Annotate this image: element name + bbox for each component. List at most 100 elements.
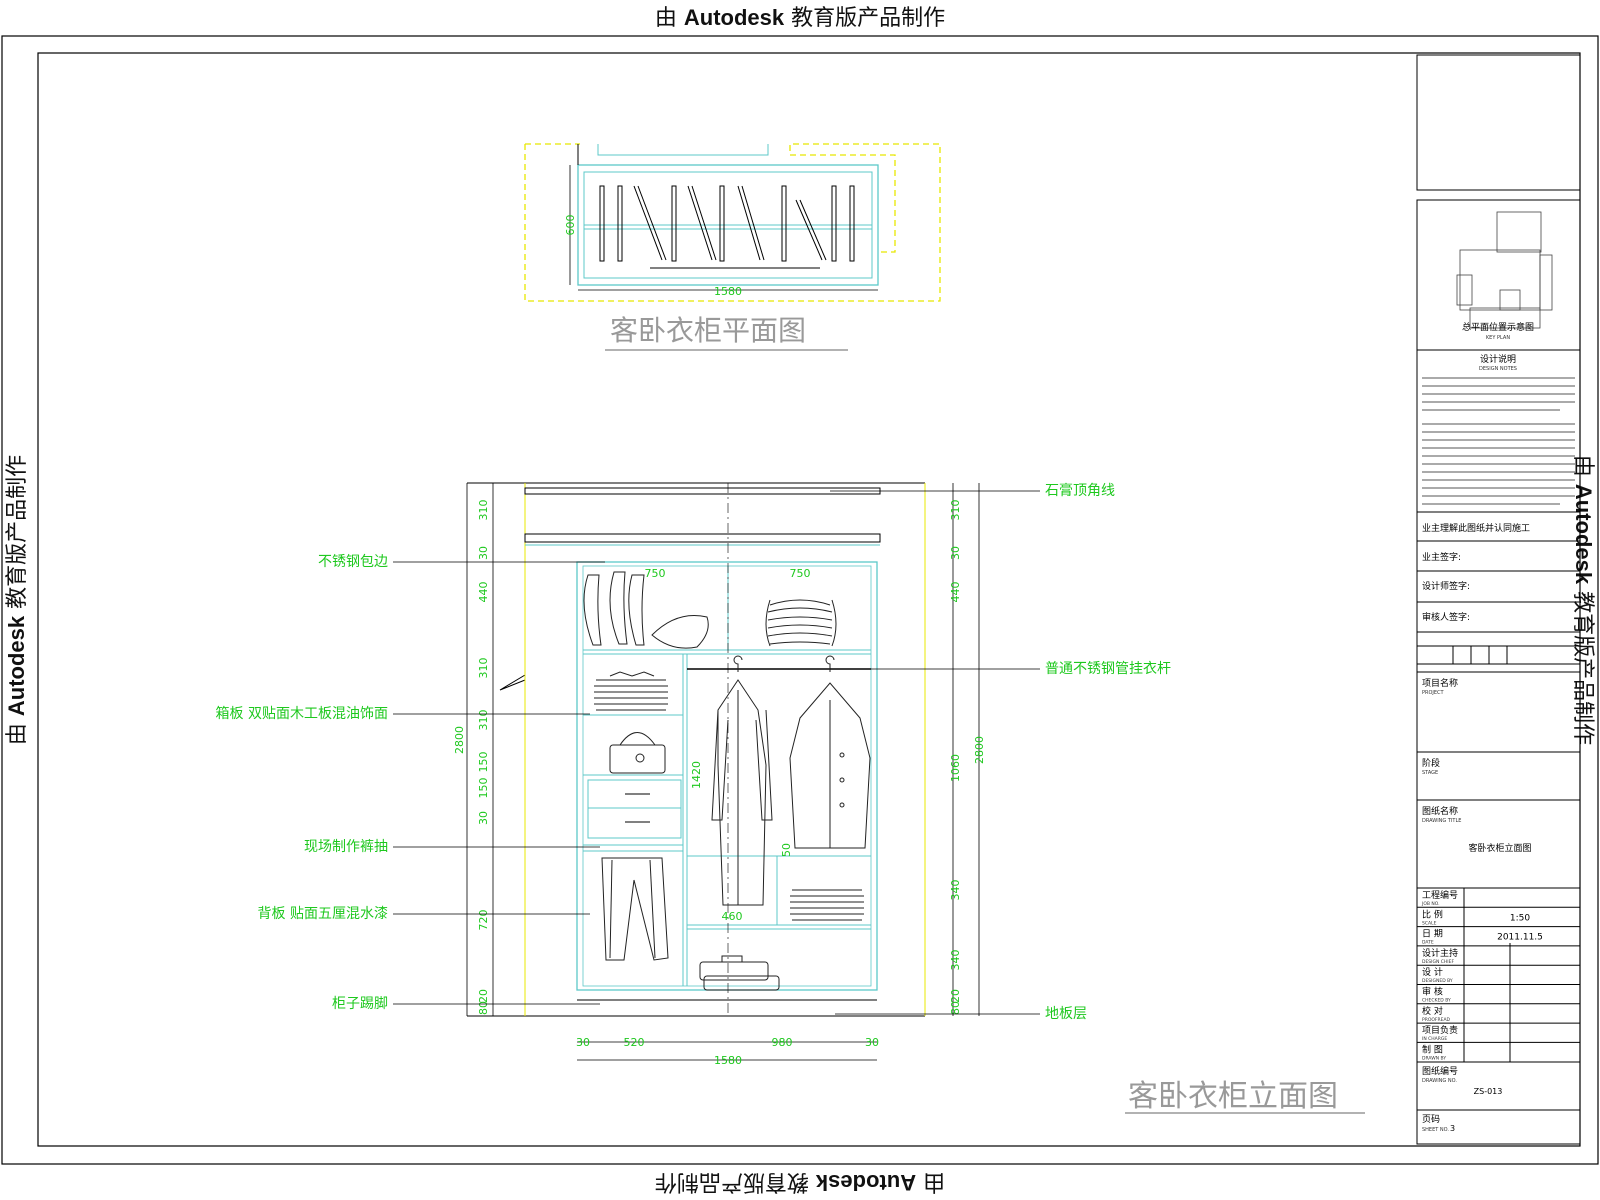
inner-border: [37, 52, 1581, 1147]
callout-left-5: 柜子踢脚: [332, 996, 388, 1012]
elev-cabinet-frame: [576, 561, 878, 991]
dim-right-80: 80: [949, 1001, 962, 1015]
tb-designer-sign: 设计师签字:: [1422, 580, 1470, 592]
tb-row-label-en: IN CHARGE: [1422, 1036, 1447, 1042]
elev-cabinet-inner: [582, 565, 872, 987]
tb-row-value: 1:50: [1510, 913, 1530, 923]
tb-legend-caption-en: KEY PLAN: [1486, 335, 1510, 341]
tb-row-label: 制 图: [1422, 1043, 1443, 1055]
tb-drawing-no-label: 图纸编号: [1422, 1065, 1458, 1077]
dim-right-310: 310: [949, 500, 962, 521]
tb-row-label: 工程编号: [1422, 889, 1458, 901]
plan-title: 客卧衣柜平面图: [610, 314, 806, 347]
tb-row-label-en: CHECKED BY: [1422, 998, 1451, 1004]
tb-company-row: 业主理解此图纸并认同施工: [1422, 522, 1530, 534]
pillow-icon-2: [609, 571, 628, 645]
tb-reviewer-sign: 审核人签字:: [1422, 611, 1470, 623]
key-plan-icon: [1456, 211, 1553, 329]
dim-inner-750a: 750: [645, 567, 666, 580]
callout-right-1: 石膏顶角线: [1045, 482, 1115, 499]
outer-border: [1, 35, 1599, 1165]
tb-page-label-en: SHEET NO.: [1422, 1127, 1449, 1133]
dim-left-150: 150: [477, 778, 490, 799]
tb-legend-caption: 总平面位置示意图: [1462, 321, 1534, 333]
handbag-icon: [609, 732, 666, 774]
callout-left-3: 现场制作裤抽: [304, 839, 388, 855]
dim-bottom-520: 520: [624, 1036, 645, 1049]
dim-left-150: 150: [477, 752, 490, 773]
dim-right-20: 20: [949, 989, 962, 1003]
dim-left-310: 310: [477, 658, 490, 679]
elevation-title: 客卧衣柜立面图: [1128, 1079, 1338, 1114]
dim-left-440: 440: [477, 582, 490, 603]
dim-left-30: 30: [477, 811, 490, 825]
dim-right-340: 340: [949, 950, 962, 971]
elev-dims-right: [952, 483, 980, 1016]
tb-row-label: 比 例: [1422, 908, 1443, 920]
pants-icon: [601, 857, 669, 961]
tb-row-label-en: DRAWN BY: [1422, 1055, 1446, 1061]
dim-right-total: 2800: [973, 736, 986, 764]
tb-row-label: 项目负责: [1422, 1024, 1458, 1036]
callout-left-2: 箱板 双贴面木工板混油饰面: [216, 706, 388, 722]
tb-row-label-en: PROOFREAD: [1422, 1017, 1451, 1023]
elev-crown-molding: [524, 533, 881, 543]
callout-left-1: 不锈钢包边: [318, 554, 388, 570]
plan-hangers: [599, 185, 855, 262]
dim-right-440: 440: [949, 582, 962, 603]
dim-left-20: 20: [477, 989, 490, 1003]
pillow-icon: [583, 574, 602, 646]
tb-page-label: 页码: [1422, 1114, 1440, 1125]
tb-logo-box: [1416, 54, 1581, 191]
callout-right-3: 地板层: [1045, 1006, 1087, 1022]
tb-row-label-en: DESIGN CHIEF: [1422, 959, 1454, 965]
tb-row-label: 设 计: [1422, 966, 1443, 978]
dim-left-310: 310: [477, 710, 490, 731]
dim-bottom-total: 1580: [714, 1054, 742, 1067]
plan-wall-top: [597, 144, 769, 156]
dim-bottom-30: 30: [865, 1036, 879, 1049]
plan-cabinet-outer: [577, 164, 879, 286]
tb-drawing-no: ZS-013: [1474, 1087, 1503, 1096]
dim-left-720: 720: [477, 910, 490, 931]
dim-left-310: 310: [477, 500, 490, 521]
dim-inner-750b: 750: [790, 567, 811, 580]
elev-top-band: [524, 487, 881, 495]
tb-row-label: 审 核: [1422, 986, 1443, 998]
elev-dims-left: [466, 483, 494, 1016]
tb-drawing-name: 客卧衣柜立面图: [1468, 842, 1531, 854]
pillow-icon-3: [628, 574, 645, 646]
watermark-top: 由 Autodesk 教育版产品制作: [654, 5, 946, 31]
callout-left-4: 背板 贴面五厘混水漆: [258, 906, 388, 922]
plan-dim-depth: 600: [564, 215, 577, 236]
tb-notes-title-en: DESIGN NOTES: [1479, 366, 1517, 372]
tb-notes-title: 设计说明: [1480, 353, 1516, 365]
plan-view: 1580 600 客卧衣柜平面图: [524, 143, 941, 351]
jacket-icon: [789, 655, 871, 849]
tb-row-value: 2011.11.5: [1497, 933, 1543, 943]
tb-page-value: 3: [1450, 1124, 1455, 1133]
dim-inner-460: 460: [722, 910, 743, 923]
tb-row-label-en: DESIGNED BY: [1422, 978, 1453, 984]
tb-drawing-name-label: 图纸名称: [1422, 805, 1458, 817]
suitcase-icon: [699, 955, 780, 991]
tb-row-label-en: SCALE: [1422, 920, 1437, 926]
tb-row-label: 日 期: [1422, 929, 1443, 940]
elev-drawer-2: [587, 807, 682, 839]
dim-right-340: 340: [949, 880, 962, 901]
tb-row-label: 校 对: [1422, 1005, 1443, 1017]
callout-leaders: [393, 490, 1040, 1015]
dim-left-total: 2800: [453, 726, 466, 754]
dim-bottom-30: 30: [576, 1036, 590, 1049]
tb-owner-sign: 业主签字:: [1422, 551, 1461, 563]
plan-hidden-outline: [524, 143, 941, 302]
tb-row-label-en: DATE: [1422, 940, 1434, 946]
tb-row-label-en: JOB NO.: [1421, 901, 1440, 907]
